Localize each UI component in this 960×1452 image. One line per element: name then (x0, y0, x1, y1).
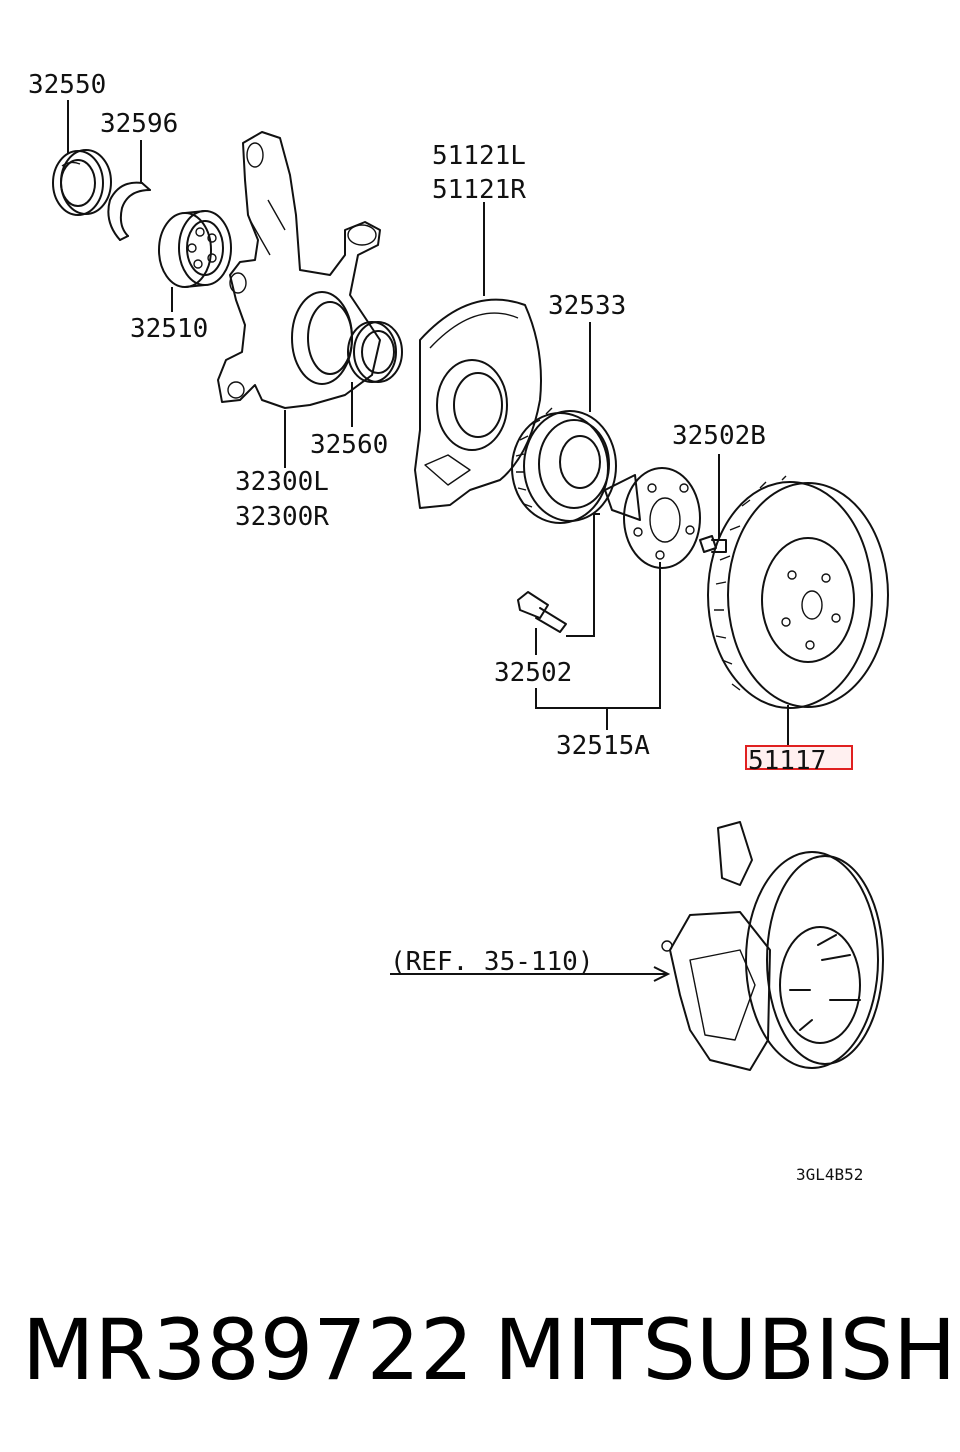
label-32510: 32510 (130, 314, 208, 344)
leader-lines (67, 100, 789, 746)
abs-rotor-32533 (511, 407, 617, 524)
ref-arrow (390, 966, 671, 982)
brand-name: MITSUBISHI (494, 1301, 960, 1399)
parts-diagram: 32550 32596 32510 51121L 51121R 32533 32… (28, 70, 889, 1184)
label-51121L: 51121L (432, 141, 526, 171)
bearing-32510 (158, 210, 232, 288)
label-51117: 51117 (748, 746, 826, 776)
drawing-code: 3GL4B52 (796, 1165, 863, 1184)
highlight-box-51117 (745, 745, 853, 770)
part-number: MR389722 (22, 1301, 474, 1399)
stud-bolt-32502 (517, 591, 567, 633)
bolt-32502B (699, 535, 727, 553)
label-32550: 32550 (28, 70, 106, 100)
dust-cover-51121 (414, 298, 542, 509)
label-32596: 32596 (100, 109, 178, 139)
footer: MR389722 MITSUBISHI (0, 1290, 960, 1410)
oil-seal-32560 (347, 321, 403, 383)
label-32533: 32533 (548, 291, 626, 321)
brake-disc-51117 (707, 475, 889, 709)
label-32515A: 32515A (556, 731, 650, 761)
hub-32515A (604, 467, 701, 569)
label-32560: 32560 (310, 430, 388, 460)
label-51121R: 51121R (432, 175, 526, 205)
ref-label: (REF. 35-110) (390, 947, 594, 977)
oil-seal-32550 (52, 149, 112, 216)
snap-ring-32596 (107, 181, 151, 241)
assembled-brake-view (661, 821, 884, 1071)
label-32300L: 32300L (235, 467, 329, 497)
label-32300R: 32300R (235, 502, 329, 532)
steering-knuckle-32300 (217, 131, 381, 409)
label-32502B: 32502B (672, 421, 766, 451)
label-32502: 32502 (494, 658, 572, 688)
